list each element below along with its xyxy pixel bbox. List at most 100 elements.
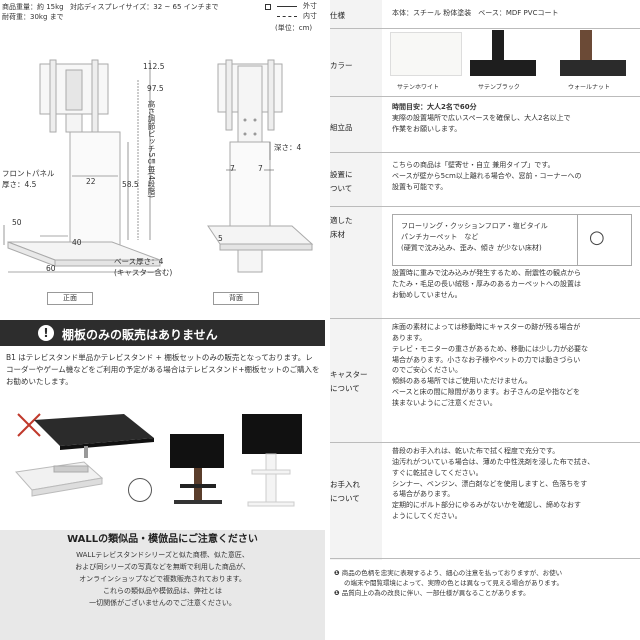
floor-box: フローリング・クッションフロア・塩ビタイル パンチカーペット など (硬質で沈み… bbox=[392, 214, 632, 266]
shelf-only-illustration bbox=[15, 413, 154, 497]
tv-stand-sets-illustration bbox=[170, 414, 302, 507]
footnotes: ❶ 商品の色柄を忠実に表現するよう、細心の注意を払っておりますが、お使い の端末… bbox=[334, 568, 638, 598]
divider bbox=[330, 558, 640, 559]
divider bbox=[330, 96, 640, 97]
front-view-drawing bbox=[3, 59, 161, 273]
spec-label-column bbox=[330, 0, 382, 560]
caster-line: テレビ・モニターの重さがあるため、移動には少し力が必要な bbox=[392, 344, 588, 353]
caster-line: 傾斜のある場所ではご使用いただけません。 bbox=[392, 377, 532, 386]
similar-line: オンラインショップなどで複数販売されております。 bbox=[79, 574, 246, 583]
divider bbox=[330, 206, 640, 207]
assembly-time: 時間目安：大人2名で60分 bbox=[392, 103, 477, 111]
dimension-legend: 外寸 内寸 (単位：cm) bbox=[265, 0, 325, 40]
exclamation-icon: ! bbox=[38, 325, 54, 341]
dim-58-5: 58.5 bbox=[122, 180, 139, 189]
color-name: サテンブラック bbox=[478, 84, 520, 91]
walnut-swatch-base bbox=[560, 60, 626, 76]
divider bbox=[330, 152, 640, 153]
dim-112-5: 112.5 bbox=[143, 62, 165, 71]
caster-line: 場合があります。小さなお子様やペットの力では動きづらい bbox=[392, 355, 581, 364]
floor-body: フローリング・クッションフロア・塩ビタイル パンチカーペット など (硬質で沈み… bbox=[401, 221, 548, 254]
front-panel-thickness: 厚さ：4.5 bbox=[2, 180, 37, 189]
base-caster-note: (キャスター含む) bbox=[114, 268, 173, 277]
spec-label: 仕様 bbox=[330, 11, 345, 20]
similar-line: WALLテレビスタンドシリーズと似た商標、似た意匠、 bbox=[76, 551, 249, 559]
caster-line: あります。 bbox=[392, 333, 427, 342]
floor-note-line: 設置時に重みで沈み込みが発生するため、耐震性の観点から bbox=[392, 269, 581, 277]
dim-60: 60 bbox=[46, 264, 56, 273]
care-line: 油汚れがついている場合は、薄めた中性洗剤を浸した布で拭き、 bbox=[392, 457, 595, 466]
back-view-drawing bbox=[207, 59, 314, 273]
white-swatch bbox=[390, 32, 462, 76]
similar-line: および同シリーズの写真などを無断で利用した商品が、 bbox=[75, 562, 250, 571]
assembly-label: 組立品 bbox=[330, 123, 353, 132]
info-icon: ❶ bbox=[334, 569, 342, 577]
outer-icon bbox=[265, 4, 271, 10]
care-line: すぐに乾拭きしてください。 bbox=[392, 468, 483, 477]
color-name: ウォールナット bbox=[568, 84, 611, 91]
placement-body: こちらの商品は「壁寄せ・自立 兼用タイプ」です。 ベースが壁から5cm以上離れる… bbox=[392, 160, 582, 193]
warning-banner: ! 棚板のみの販売はありません bbox=[0, 320, 325, 346]
caster-line: 床面の素材によっては移動時にキャスターの跡が残る場合が bbox=[392, 323, 581, 331]
footnote-line: 品質向上の為の改良に伴い、一部仕様が異なることがあります。 bbox=[341, 589, 530, 598]
footnote-row: ❶ 品質向上の為の改良に伴い、一部仕様が異なることがあります。 bbox=[334, 588, 638, 598]
care-body: 普段のお手入れは、乾いた布で拭く程度で充分です。 油汚れがついている場合は、薄め… bbox=[392, 446, 594, 522]
divider bbox=[330, 28, 640, 29]
front-panel-label: フロントパネル bbox=[2, 169, 55, 178]
base-thickness: ベース厚さ：4 bbox=[114, 257, 164, 266]
caster-line: 挟まないようにご注意ください。 bbox=[392, 398, 497, 407]
caster-line: のでご安心ください。 bbox=[392, 366, 462, 375]
similar-products-box: WALLの類似品・模倣品にご注意ください WALLテレビスタンドシリーズと似た商… bbox=[0, 530, 325, 640]
warning-body: B1 はテレビスタンド単品かテレビスタンド + 棚板セットのみの販売となっており… bbox=[6, 353, 320, 386]
color-name: サテンホワイト bbox=[397, 84, 440, 91]
floor-note-line: たたみ・毛足の長い絨毯・厚みのあるカーペットへの設置は bbox=[392, 279, 581, 288]
floor-ok-mark: ○ bbox=[589, 227, 605, 248]
placement-line: 設置も可能です。 bbox=[392, 182, 448, 191]
similar-line: 一切関係がございませんのでご注意ください。 bbox=[89, 598, 236, 607]
care-line: ようにしてください。 bbox=[392, 512, 462, 521]
footnote-line: 商品の色柄を忠実に表現するよう、細心の注意を払っておりますが、お使い bbox=[341, 569, 563, 577]
warning-title: 棚板のみの販売はありません bbox=[62, 328, 218, 342]
inner-line bbox=[277, 16, 297, 18]
care-label: お手入れ について bbox=[330, 480, 360, 504]
assembly-body: 実際の設置場所で広いスペースを確保し、大人2名以上で 作業をお願いします。 bbox=[392, 113, 571, 135]
dim-7-right: 7 bbox=[258, 164, 263, 173]
legend-outer: 外寸 bbox=[303, 2, 317, 10]
care-line: る場合があります。 bbox=[392, 490, 455, 499]
caster-body: 床面の素材によっては移動時にキャスターの跡が残る場合が あります。 テレビ・モニ… bbox=[392, 322, 588, 409]
floor-notes: 設置時に重みで沈み込みが発生するため、耐震性の観点から たたみ・毛足の長い絨毯・… bbox=[392, 268, 581, 301]
placement-label: 設置に ついて bbox=[330, 170, 353, 194]
similar-title: WALLの類似品・模倣品にご注意ください bbox=[67, 534, 258, 545]
placement-line: ベースが壁から5cm以上離れる場合や、窓前・コーナーへの bbox=[392, 171, 582, 180]
floor-note-line: お勧めしていません。 bbox=[392, 290, 462, 299]
front-view-label: 正面 bbox=[47, 292, 93, 305]
ok-circle-icon bbox=[128, 478, 152, 502]
dim-7-left: 7 bbox=[230, 164, 235, 173]
legend-inner: 内寸 bbox=[303, 12, 317, 20]
black-swatch bbox=[470, 60, 536, 76]
height-pitch-note: 高さ調節ピッチ5㎝毎(4段階) bbox=[147, 100, 156, 198]
care-line: シンナー、ベンジン、漂白剤などを使用しますと、色落ちをす bbox=[392, 479, 588, 488]
dim-22: 22 bbox=[86, 177, 96, 186]
footnote-line: の端末や閲覧環境によって、実際の色とは異なって見える場合があります。 bbox=[344, 579, 563, 588]
weight-spec: 商品重量：約 15kg bbox=[2, 3, 64, 11]
floor-label: 適した 床材 bbox=[330, 216, 353, 240]
outer-line bbox=[277, 6, 297, 7]
caster-line: ベースと床の間に隙間があります。お子さんの足や指などを bbox=[392, 388, 580, 397]
dim-5: 5 bbox=[218, 234, 223, 243]
footnote-row: ❶ 商品の色柄を忠実に表現するよう、細心の注意を払っておりますが、お使い bbox=[334, 568, 638, 578]
back-view-label: 背面 bbox=[213, 292, 259, 305]
assembly-line: 作業をお願いします。 bbox=[392, 124, 462, 133]
divider bbox=[330, 442, 640, 443]
floor-line: パンチカーペット など bbox=[401, 232, 479, 241]
care-line: 定期的にボルト部分にゆるみがないかを確認し、締めなおす bbox=[392, 501, 581, 510]
load-spec: 耐荷重：30kg まで bbox=[2, 13, 64, 21]
dim-40: 40 bbox=[72, 238, 82, 247]
floor-line: (硬質で沈み込み、歪み、傾き が少ない床材) bbox=[401, 243, 542, 252]
caster-label: キャスター について bbox=[330, 370, 368, 394]
similar-line: これらの類似品や模倣品は、弊社とは bbox=[103, 586, 222, 595]
info-icon: ❶ bbox=[334, 589, 342, 598]
floor-box-divider bbox=[577, 215, 578, 265]
divider bbox=[330, 318, 640, 319]
legend-unit: (単位：cm) bbox=[275, 24, 313, 32]
